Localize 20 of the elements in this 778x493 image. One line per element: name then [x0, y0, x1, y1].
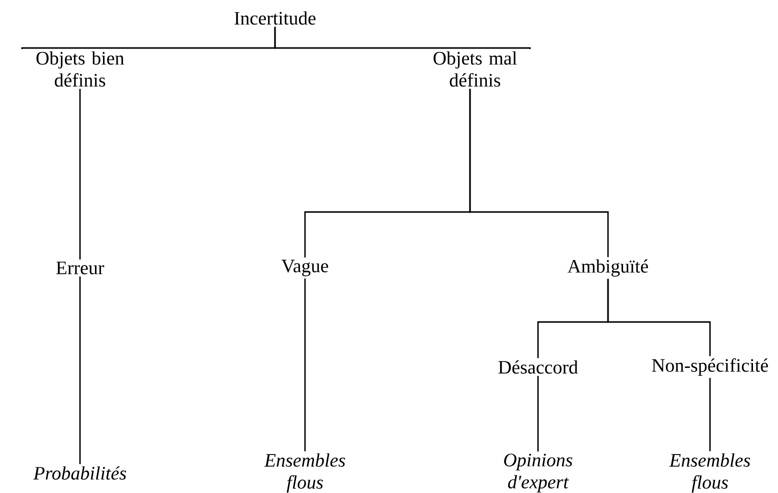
- node-label: Ensembles flous: [669, 453, 750, 493]
- node-label: Objets bien définis: [36, 51, 124, 87]
- node-label: Opinions d'expert: [504, 454, 572, 492]
- node-label: Non-spécificité: [652, 358, 768, 376]
- node-label: Désaccord: [498, 360, 578, 374]
- tree-line: [304, 278, 306, 452]
- node-label: Ambiguïté: [568, 259, 648, 277]
- tree-line: [709, 378, 711, 452]
- node-label: Vague: [281, 260, 328, 276]
- tree-line: [469, 88, 609, 258]
- tree-line: [607, 278, 711, 356]
- node-label: Ensembles flous: [264, 453, 346, 493]
- tree-line: [79, 276, 81, 464]
- tree-line: [79, 88, 81, 260]
- node-label: Objets mal définis: [434, 51, 517, 87]
- tree-line: [274, 26, 531, 50]
- tree-line: [537, 376, 539, 452]
- node-label: Erreur: [56, 262, 104, 274]
- node-label: Probabilités: [33, 466, 126, 480]
- node-label: Incertitude: [234, 11, 316, 25]
